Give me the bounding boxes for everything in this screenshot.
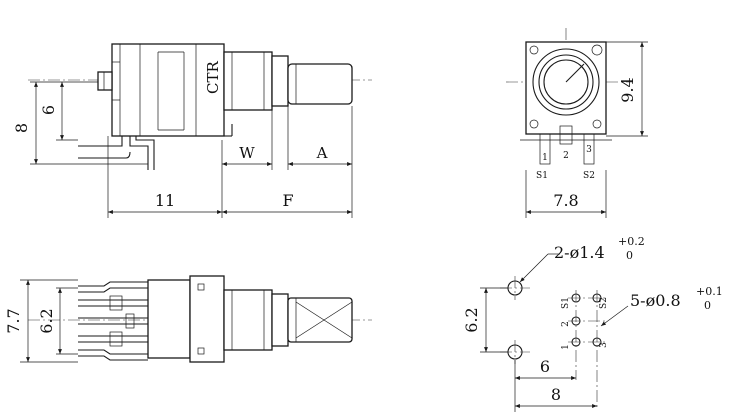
front-view: 1 2 3 S1 S2 9.4 7.8 (506, 28, 648, 218)
pcb-pad-3: 3 (599, 342, 609, 348)
front-terminal-2: 2 (563, 151, 569, 161)
bottom-dim-inner: 6.2 (37, 308, 56, 333)
pcb-pad-1: 1 (561, 344, 571, 350)
pin-holes-label: 5-ø0.8 (630, 291, 681, 310)
bottom-dim-outer: 7.7 (4, 308, 23, 333)
bottom-view: 7.7 6.2 (4, 275, 372, 363)
pcb-pad-s1: S1 (561, 297, 571, 309)
dim-shaft-length-F: F (282, 191, 293, 210)
ctr-mark: CTR (204, 61, 222, 94)
pcb-dim-vertical: 6.2 (462, 307, 481, 332)
mount-holes-tol-lower: 0 (626, 249, 633, 262)
side-view: CTR 8 6 11 F W A (12, 43, 372, 218)
pcb-dim-width: 8 (551, 385, 561, 404)
dim-height-8: 8 (12, 123, 31, 133)
front-switch-s1: S1 (536, 171, 548, 181)
front-dim-width: 7.8 (553, 191, 578, 210)
dim-body-length-11: 11 (155, 191, 175, 210)
pin-holes-tol-lower: 0 (704, 299, 711, 312)
front-dim-height: 9.4 (618, 77, 637, 102)
mount-holes-label: 2-ø1.4 (554, 243, 605, 262)
front-terminal-3: 3 (586, 145, 592, 155)
pcb-pad-2: 2 (561, 321, 571, 327)
pcb-pad-s2: S2 (599, 297, 609, 309)
pcb-dim-pitch: 6 (540, 357, 550, 376)
front-switch-s2: S2 (583, 171, 595, 181)
mount-holes-tol-upper: +0.2 (618, 235, 645, 248)
pcb-layout: S1 S2 1 2 3 2-ø1.4 +0.2 0 5-ø0.8 +0.1 0 … (462, 235, 723, 412)
front-terminal-1: 1 (542, 153, 548, 163)
dim-bushing-W: W (239, 144, 255, 162)
dim-pin-offset-6: 6 (39, 105, 58, 115)
dim-shaft-flat-A: A (316, 144, 328, 162)
pin-holes-tol-upper: +0.1 (696, 285, 723, 298)
